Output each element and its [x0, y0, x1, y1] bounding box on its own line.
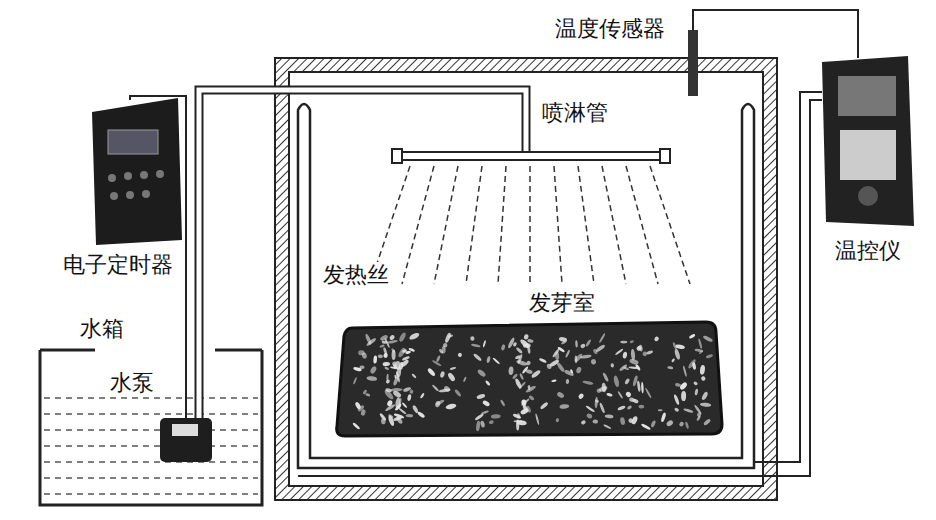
pipe-label: 喷淋管: [540, 100, 610, 125]
controller-label: 温控仪: [833, 238, 903, 263]
pump-label: 水泵: [108, 370, 156, 395]
heater-label: 发热丝: [321, 262, 391, 287]
timer-label: 电子定时器: [61, 252, 175, 277]
tank-label: 水箱: [78, 316, 126, 341]
chamber-label: 发芽室: [527, 290, 597, 315]
sensor-label: 温度传感器: [553, 16, 667, 41]
